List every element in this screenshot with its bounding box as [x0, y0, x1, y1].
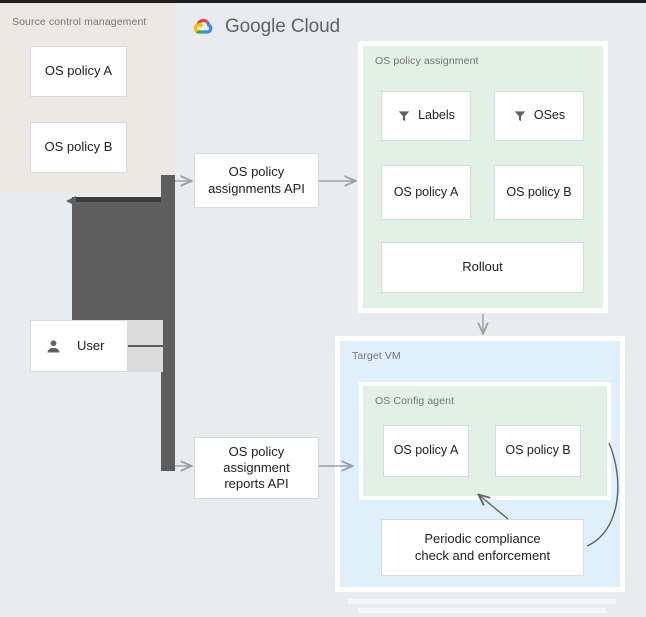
user-connector-line: [120, 345, 164, 347]
box-user-actor-label: User: [77, 337, 105, 353]
filter-funnel-icon: [513, 109, 527, 123]
user-connector-stub-lower: [126, 347, 163, 372]
panel-title-os-config-agent: OS Config agent: [375, 395, 455, 407]
google-cloud-logo-icon: [189, 14, 216, 41]
box-labels-filter-label: Labels: [418, 108, 455, 123]
box-agent-os-policy-b[interactable]: OS policy B: [495, 425, 581, 477]
stacked-vm-card-1: [348, 599, 616, 604]
filter-funnel-icon: [397, 109, 411, 123]
panel-title-target-vm: Target VM: [352, 350, 401, 362]
box-rollout[interactable]: Rollout: [381, 242, 584, 293]
box-assignment-os-policy-a[interactable]: OS policy A: [381, 165, 471, 220]
box-user-actor[interactable]: User: [30, 320, 128, 372]
box-source-os-policy-b-label: OS policy B: [44, 139, 113, 155]
box-oses-filter[interactable]: OSes: [494, 91, 584, 141]
box-oses-filter-label: OSes: [533, 108, 566, 123]
google-cloud-logo: Google Cloud: [189, 13, 340, 41]
box-assignment-os-policy-a-label: OS policy A: [393, 184, 459, 199]
connector-notch-top-icon: [66, 196, 76, 206]
panel-title-os-policy-assignment: OS policy assignment: [375, 55, 479, 67]
box-labels-filter[interactable]: Labels: [381, 91, 471, 141]
box-agent-os-policy-a[interactable]: OS policy A: [383, 425, 469, 477]
box-assignment-os-policy-b-label: OS policy B: [506, 184, 572, 199]
stacked-vm-card-2: [358, 608, 606, 613]
panel-title-source-control-management: Source control management: [12, 16, 147, 28]
connector-bus-block-top-edge: [72, 197, 165, 202]
box-source-os-policy-b[interactable]: OS policy B: [30, 122, 127, 173]
google-cloud-logo-text: Google Cloud: [225, 16, 340, 38]
connector-bus-vertical: [161, 175, 175, 471]
box-agent-os-policy-b-label: OS policy B: [505, 443, 571, 458]
google-cloud-brand-word2: Cloud: [290, 16, 341, 37]
top-border-rule: [0, 0, 646, 3]
box-source-os-policy-a-label: OS policy A: [44, 63, 113, 79]
box-agent-os-policy-a-label: OS policy A: [393, 443, 459, 458]
box-source-os-policy-a[interactable]: OS policy A: [30, 46, 127, 97]
user-person-icon: [45, 338, 62, 355]
user-connector-stub-upper: [126, 320, 163, 345]
google-cloud-brand-word1: Google: [225, 16, 286, 37]
box-rollout-label: Rollout: [462, 259, 503, 275]
box-assignment-os-policy-b[interactable]: OS policy B: [494, 165, 584, 220]
